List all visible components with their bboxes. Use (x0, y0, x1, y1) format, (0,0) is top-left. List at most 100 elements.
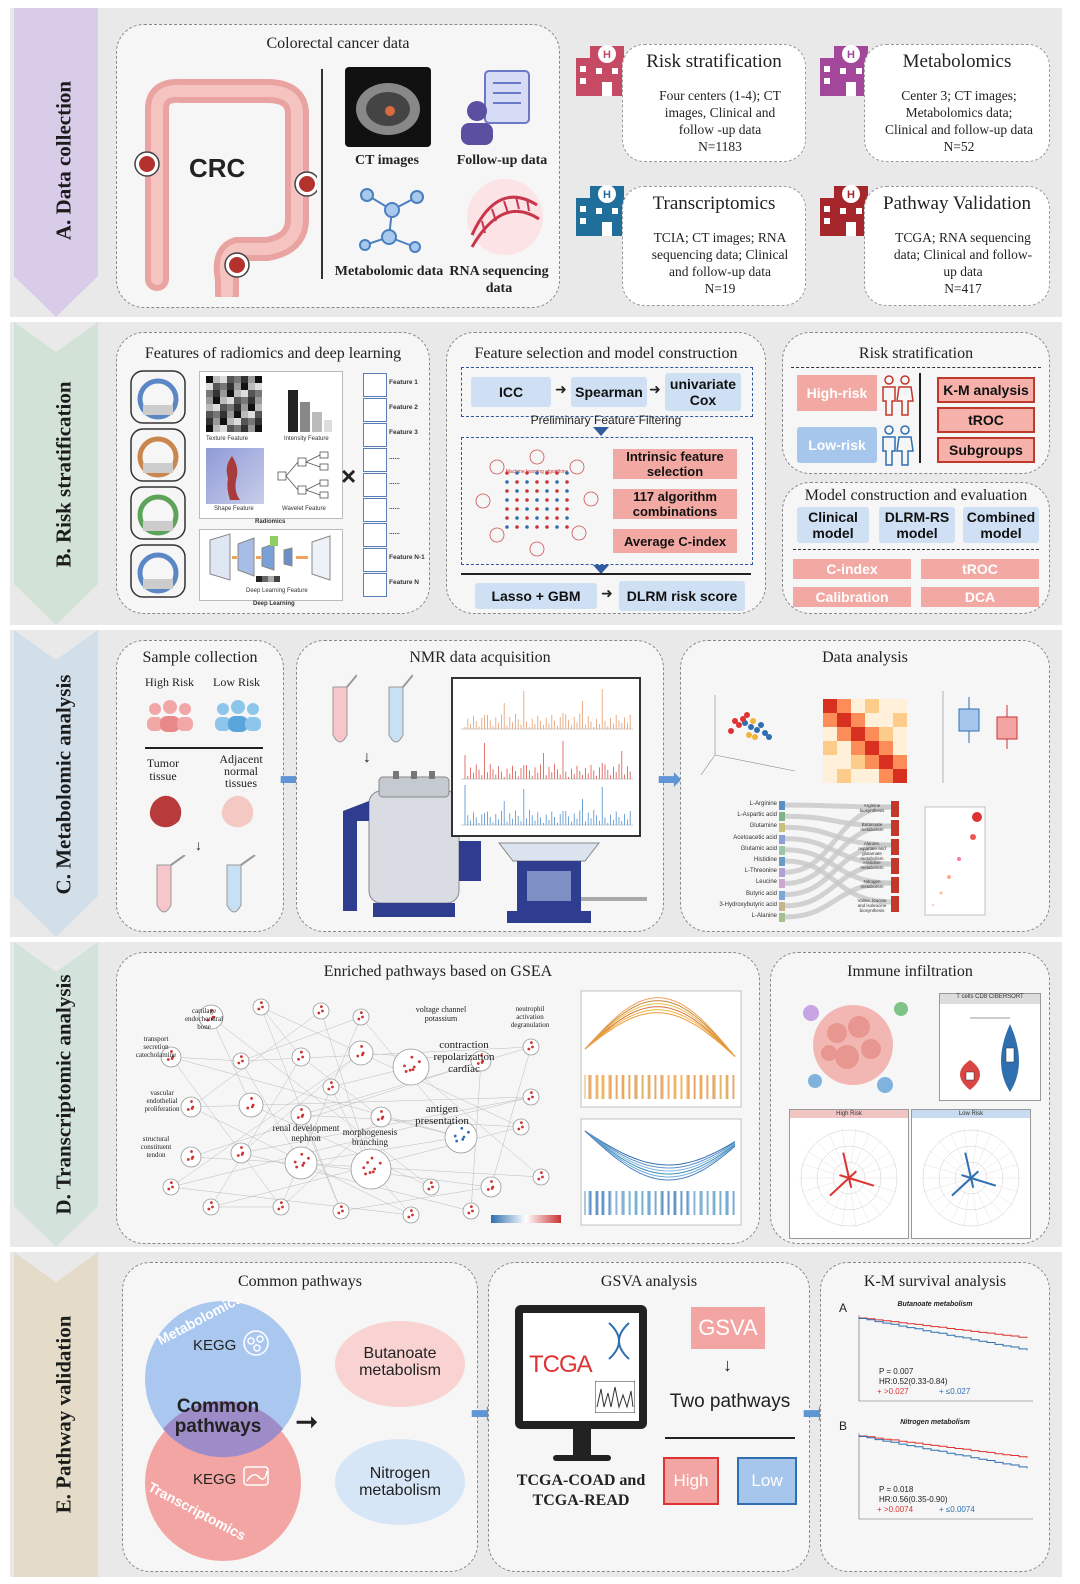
radar-high-title: High Risk (790, 1110, 908, 1118)
km-b-title: Nitrogen metabolism (900, 1419, 970, 1426)
pca-point (762, 730, 768, 736)
selection-title: Feature selection and model construction (474, 345, 738, 362)
card-pathway-validation: Pathway Validation TCGA; RNA sequencing … (864, 186, 1050, 306)
network-edge (320, 1010, 372, 1170)
km-a-title: Butanoate metabolism (897, 1301, 973, 1308)
network-gene (295, 1165, 299, 1169)
sankey-flow (785, 823, 891, 886)
network-gene (539, 1171, 543, 1175)
radar-spoke (928, 1150, 972, 1179)
ct-scanners (130, 370, 186, 598)
network-gene (259, 1001, 263, 1005)
shape-feature-label: Shape Feature (214, 506, 254, 512)
sample-panel: Sample collection High Risk Low Risk Tum… (116, 640, 284, 932)
radar-high: High Risk (789, 1109, 909, 1239)
texture-cell (241, 425, 248, 432)
card-transcriptomics: Transcriptomics TCIA; CT images; RNA seq… (622, 186, 806, 306)
network-gene (327, 1087, 331, 1091)
pca-point (732, 718, 738, 724)
radar-line (970, 1170, 980, 1179)
network-gene (246, 1106, 250, 1110)
ml-dot (525, 471, 529, 475)
feature-label: ...... (389, 529, 400, 536)
ml-dot (535, 498, 539, 502)
violin-title: T cells CD8 CIBERSORT (940, 994, 1040, 1004)
network-edge (210, 1016, 252, 1106)
network-node (332, 1202, 350, 1220)
network-gene (486, 1188, 490, 1191)
texture-cell (227, 425, 234, 432)
radar-spoke (970, 1163, 1020, 1179)
feature-row: ...... (363, 498, 425, 522)
radar-line (829, 1177, 850, 1197)
radar-spoke (848, 1132, 870, 1179)
card-body: Center 3; CT images; Metabolomics data; … (883, 87, 1035, 155)
network-node (402, 1206, 420, 1224)
tube-blue (226, 855, 256, 913)
butanoate-ellipse (335, 1321, 465, 1407)
feature-box (363, 548, 387, 572)
network-node (180, 1096, 202, 1118)
network-gene (186, 1158, 190, 1161)
card-body: TCGA; RNA sequencing data; Clinical and … (891, 229, 1035, 297)
network-gene (300, 1050, 303, 1054)
card-title: Metabolomics (902, 51, 1012, 72)
down-arrow-nmr: ↓ (363, 749, 371, 766)
texture-cell (255, 397, 262, 404)
deep-learning-label: Deep Learning (253, 601, 295, 607)
prelim-label: Preliminary Feature Filtering (530, 413, 682, 427)
network-gene (371, 1170, 375, 1174)
network-node (352, 1008, 370, 1026)
km-title: K-M survival analysis (863, 1273, 1007, 1290)
svg-text:H: H (847, 189, 855, 201)
metabolomic-label: Metabolomic data (334, 264, 444, 279)
card-body: Four centers (1-4); CT images, Clinical … (649, 87, 791, 155)
network-edge (300, 1136, 462, 1164)
radar-spoke (963, 1177, 972, 1228)
network-gene (250, 1105, 254, 1109)
network-gene (356, 1054, 360, 1058)
ml-dot (515, 471, 519, 475)
gsea-curve (584, 1130, 736, 1181)
ml-dot (565, 489, 569, 493)
card-title: Pathway Validation (883, 193, 1031, 214)
network-node (230, 1142, 252, 1164)
feature-box (363, 373, 387, 397)
subgroups-box: Subgroups (937, 437, 1035, 463)
network-gene (469, 1205, 473, 1209)
network-gene (296, 1116, 300, 1119)
ml-dot (525, 489, 529, 493)
gsea-plot-down (580, 1118, 742, 1226)
followup-label: Follow-up data (456, 153, 548, 168)
texture-cell (220, 383, 227, 390)
feature-row: ...... (363, 448, 425, 472)
network-gene (368, 1171, 372, 1174)
metric-dca: DCA (921, 587, 1039, 607)
network-gene (277, 1207, 281, 1211)
network-gene (190, 1100, 193, 1103)
texture-cell (248, 404, 255, 411)
deep-learning-box: Deep Learning Feature (199, 529, 343, 601)
network-gene (297, 1057, 300, 1061)
people-blue-icon (882, 425, 914, 466)
heatmap-cell (879, 741, 893, 755)
crc-label: CRC (189, 153, 246, 183)
section-d-label: D. Transcriptomic analysis (51, 974, 76, 1215)
node-antigen: antigen presentation (415, 1103, 469, 1127)
network-node (162, 1178, 180, 1196)
network-gene (376, 1118, 380, 1121)
gsea-panel: Enriched pathways based on GSEA contract… (116, 952, 760, 1244)
feature-row: Feature 3 (363, 423, 425, 447)
texture-cell (213, 404, 220, 411)
texture-cell (234, 397, 241, 404)
network-gene (302, 1161, 306, 1165)
texture-cell (206, 376, 213, 383)
network-gene (210, 1009, 213, 1012)
network-gene (261, 1005, 264, 1009)
ml-dot (535, 525, 539, 529)
metabolite-label: L-Aspartic acid (737, 812, 777, 819)
network-gene (529, 1091, 533, 1095)
network-gene (319, 1005, 323, 1009)
network-gene (480, 1061, 484, 1064)
network-node (350, 1148, 392, 1190)
